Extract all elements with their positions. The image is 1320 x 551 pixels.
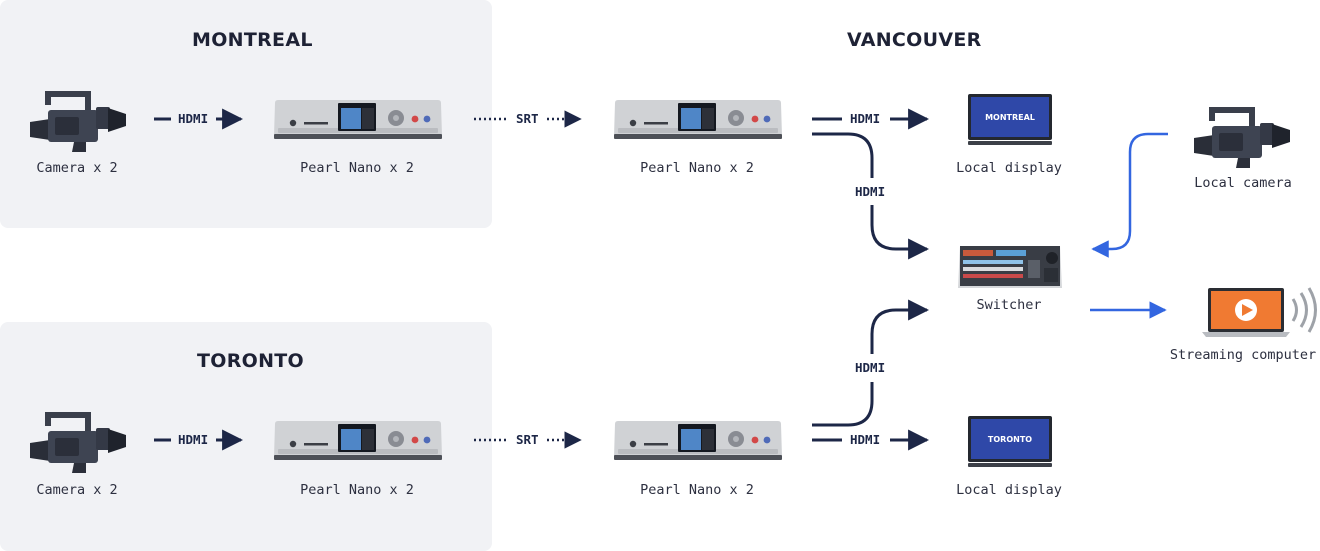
- montreal-camera-label: Camera x 2: [36, 160, 118, 176]
- montreal-title: MONTREAL: [192, 29, 313, 51]
- vancouver-top-display-icon: MONTREAL: [968, 94, 1052, 150]
- toronto-encoder-label: Pearl Nano x 2: [300, 482, 414, 498]
- montreal-srt-label: SRT: [516, 111, 539, 126]
- vancouver-bottom-switcher-path-lower: [812, 382, 874, 427]
- vancouver-top-switcher-path-upper: [812, 132, 874, 178]
- local-camera-icon: [1192, 104, 1292, 174]
- switcher-icon: [956, 242, 1064, 296]
- vancouver-bottom-display-label: Local display: [956, 482, 1062, 498]
- vancouver-hdmi-top-down-label: HDMI: [855, 184, 886, 199]
- vancouver-title: VANCOUVER: [847, 29, 982, 51]
- vancouver-top-decoder-icon: [612, 98, 784, 146]
- vancouver-top-decoder-label: Pearl Nano x 2: [640, 160, 754, 176]
- local-camera-label: Local camera: [1194, 175, 1292, 191]
- toronto-encoder-icon: [272, 419, 444, 467]
- toronto-camera-icon: [28, 409, 128, 479]
- display-bottom-screen-text: TORONTO: [987, 434, 1033, 444]
- vancouver-bottom-decoder-icon: [612, 419, 784, 467]
- toronto-srt-label: SRT: [516, 432, 539, 447]
- vancouver-hdmi-top-right-label: HDMI: [850, 111, 881, 126]
- streaming-computer-label: Streaming computer: [1169, 347, 1317, 363]
- toronto-title: TORONTO: [197, 350, 305, 372]
- vancouver-bottom-display-icon: TORONTO: [968, 416, 1052, 472]
- toronto-camera-label: Camera x 2: [36, 482, 118, 498]
- montreal-hdmi-label: HDMI: [178, 111, 209, 126]
- vancouver-top-display-label: Local display: [956, 160, 1062, 176]
- local-camera-to-switcher-arrow: [1091, 132, 1168, 258]
- vancouver-bottom-decoder-label: Pearl Nano x 2: [640, 482, 754, 498]
- vancouver-top-switcher-arrow: [870, 205, 930, 260]
- montreal-camera-icon: [28, 88, 128, 158]
- display-top-screen-text: MONTREAL: [985, 112, 1035, 122]
- streaming-computer-icon: [1200, 286, 1320, 342]
- vancouver-bottom-switcher-arrow: [870, 299, 930, 354]
- montreal-encoder-label: Pearl Nano x 2: [300, 160, 414, 176]
- vancouver-hdmi-bottom-up-label: HDMI: [855, 360, 886, 375]
- toronto-hdmi-label: HDMI: [178, 432, 209, 447]
- vancouver-hdmi-bottom-right-label: HDMI: [850, 432, 881, 447]
- switcher-label: Switcher: [976, 297, 1042, 313]
- montreal-encoder-icon: [272, 98, 444, 146]
